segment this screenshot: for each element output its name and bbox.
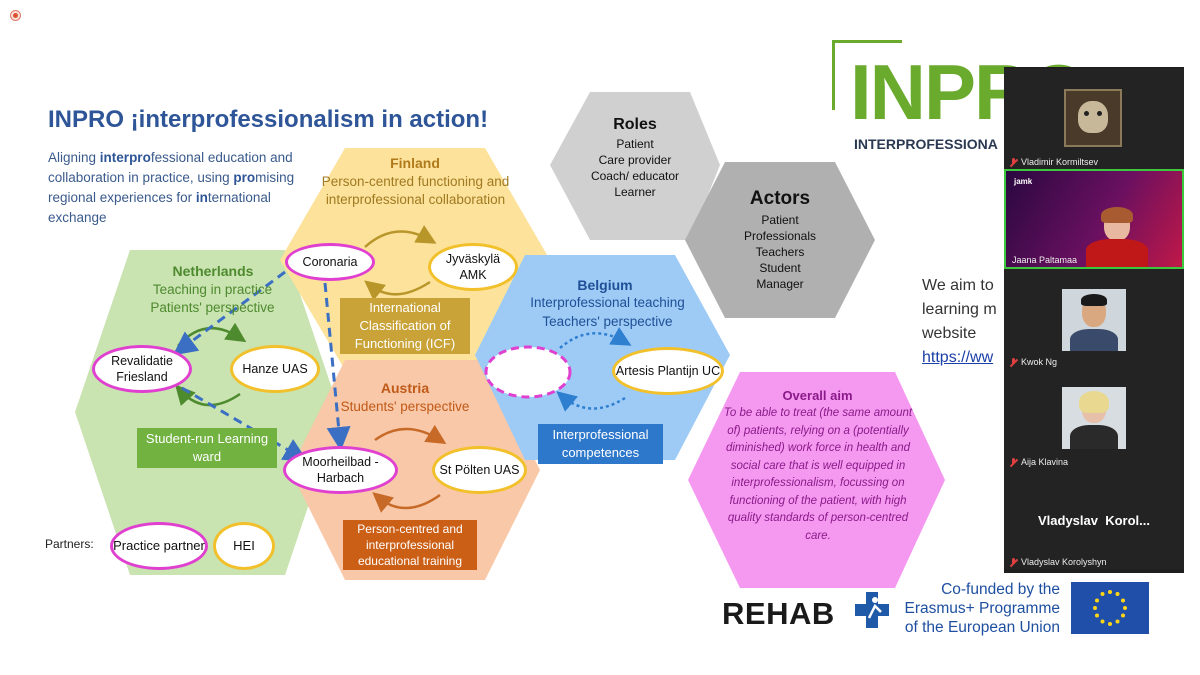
muted-mic-icon (1010, 458, 1017, 467)
eu-flag-icon (1071, 582, 1149, 634)
participant-tile[interactable]: Vladyslav Korol... Vladyslav Korolyshyn (1004, 469, 1184, 569)
cofund-line-1: Co-funded by the (941, 581, 1060, 598)
actors-hexagon (685, 162, 875, 318)
finland-icf-box: International Classification of Function… (340, 298, 470, 354)
oval-hanze: Hanze UAS (230, 345, 320, 393)
belgium-name: Belgium (577, 277, 633, 293)
muted-mic-icon (1010, 358, 1017, 367)
partners-label: Partners: (45, 537, 94, 551)
participant-tile[interactable]: Aija Klavina (1004, 369, 1184, 469)
belgium-competences-box: Interprofessional competences (538, 424, 663, 464)
muted-mic-icon (1010, 558, 1017, 567)
roles-item: Learner (614, 185, 656, 199)
netherlands-name: Netherlands (172, 263, 254, 279)
video-slide-label: jamk (1014, 177, 1033, 186)
actors-item: Professionals (743, 229, 817, 243)
netherlands-desc-1: Teaching in practice (152, 282, 273, 297)
actors-item: Manager (756, 277, 804, 291)
overall-aim-text: To be able to treat (the same amount of)… (723, 407, 913, 542)
austria-training-box: Person-centred and interprofessional edu… (343, 520, 477, 570)
speaker-body (1086, 239, 1148, 267)
oval-coronaria: Coronaria (285, 243, 375, 281)
participant-name: Vladyslav Korolyshyn (1021, 556, 1107, 567)
roles-item: Patient (616, 137, 654, 151)
austria-desc: Students' perspective (340, 399, 470, 414)
speaker-hair (1101, 207, 1133, 223)
aim-partial-line-3: website (922, 325, 977, 342)
austria-name: Austria (380, 380, 430, 396)
participant-avatar (1064, 89, 1122, 147)
rehab-logo: REHAB (722, 596, 835, 636)
oval-stpolten: St Pölten UAS (432, 446, 527, 494)
participant-name: Kwok Ng (1021, 356, 1058, 367)
rehab-logo-text: REHAB (722, 596, 835, 631)
participant-photo (1062, 289, 1126, 351)
participant-name: Vladimir Kormiltsev (1021, 156, 1099, 167)
overall-aim-title: Overall aim (782, 388, 853, 403)
netherlands-hexagon (75, 250, 340, 575)
cofund-line-3: of the European Union (904, 619, 1060, 636)
participant-name: Jaana Paltamaa (1012, 255, 1078, 265)
actors-item: Student (759, 261, 801, 275)
aim-website-link[interactable]: https://ww (922, 349, 994, 366)
slide-title: INPRO ¡interprofessionalism in action! (48, 106, 489, 133)
participant-photo (1062, 387, 1126, 449)
participant-display-name: Vladyslav Korol... (1038, 513, 1150, 528)
oval-moorheilbad: Moorheilbad - Harbach (283, 446, 398, 494)
roles-item: Coach/ educator (590, 169, 680, 183)
inpro-logo-subtitle: INTERPROFESSIONA (854, 136, 998, 152)
cofund-text: Co-funded by the Erasmus+ Programme of t… (898, 580, 1060, 637)
record-indicator-icon (10, 10, 21, 21)
finland-desc: Person-centred functioning and interprof… (321, 174, 510, 207)
slide-subtitle: Aligning interprofessional education and… (48, 150, 295, 225)
belgium-desc-1: Interprofessional teaching (530, 295, 685, 310)
belgium-hexagon (475, 255, 730, 460)
legend-practice-partner: Practice partner (110, 522, 208, 570)
cofund-line-2: Erasmus+ Programme (904, 600, 1060, 617)
participant-name: Aija Klavina (1021, 456, 1069, 467)
oval-jyvaskyla: Jyväskylä AMK (428, 243, 518, 291)
finland-name: Finland (390, 155, 440, 171)
oval-revalidatie: Revalidatie Friesland (92, 345, 192, 393)
roles-hexagon (550, 92, 720, 240)
aim-hexagon (688, 372, 945, 588)
aim-partial-line-1: We aim to (922, 277, 994, 294)
oval-artesis: Artesis Plantijn UC (612, 347, 724, 395)
belgium-desc-2: Teachers' perspective (542, 314, 673, 329)
actors-title: Actors (749, 188, 811, 209)
participants-panel[interactable]: Vladimir Kormiltsev jamk Jaana Paltamaa … (1004, 67, 1184, 573)
participant-tile[interactable]: jamk Jaana Paltamaa (1004, 169, 1184, 269)
actors-item: Teachers (755, 245, 805, 259)
roles-title: Roles (613, 116, 657, 133)
participant-tile[interactable]: Kwok Ng (1004, 269, 1184, 369)
legend-hei: HEI (213, 522, 275, 570)
aim-partial-line-2: learning m (922, 301, 997, 318)
roles-item: Care provider (598, 153, 672, 167)
rehab-cross-icon (855, 592, 889, 628)
muted-mic-icon (1010, 158, 1017, 167)
actors-item: Patient (761, 213, 799, 227)
netherlands-desc-2: Patients' perspective (150, 300, 275, 315)
netherlands-ward-box: Student-run Learning ward (137, 428, 277, 468)
participant-tile[interactable]: Vladimir Kormiltsev (1004, 69, 1184, 169)
